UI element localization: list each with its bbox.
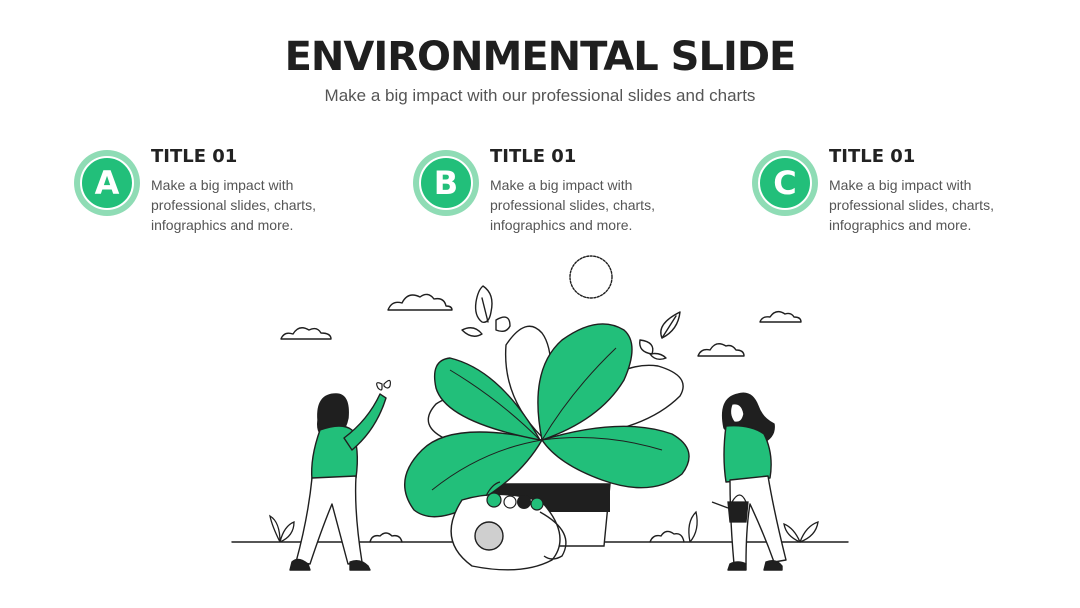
card-b-title: TITLE 01	[490, 146, 577, 167]
cloud-icon	[759, 310, 802, 323]
card-a-text: Make a big impact with professional slid…	[151, 177, 316, 233]
sprout-icon	[269, 510, 819, 543]
cloud-icon	[387, 293, 453, 311]
leaf-icon	[649, 352, 667, 361]
leaf-icon	[474, 285, 493, 323]
badge-c-letter: C	[758, 156, 812, 210]
leaf-veins	[431, 347, 663, 491]
info-card-c: C TITLE 01 Make a big impact with profes…	[752, 146, 1012, 246]
bag-icon	[450, 481, 567, 571]
card-b-text: Make a big impact with professional slid…	[490, 177, 655, 233]
badge-b-icon: B	[413, 150, 479, 216]
badge-a-icon: A	[74, 150, 140, 216]
badge-b-letter: B	[419, 156, 473, 210]
info-card-b: B TITLE 01 Make a big impact with profes…	[413, 146, 673, 246]
watering-can-icon	[711, 494, 749, 523]
cloud-icon	[280, 327, 332, 340]
person-icon	[289, 393, 387, 571]
sun-icon	[569, 255, 613, 299]
slide-subtitle: Make a big impact with our professional …	[324, 86, 756, 105]
cloud-icon	[697, 343, 745, 357]
bush-icon	[369, 532, 403, 543]
card-c-title: TITLE 01	[829, 146, 916, 167]
card-c-text: Make a big impact with professional slid…	[829, 177, 994, 233]
card-a-title: TITLE 01	[151, 146, 238, 167]
leaf-icon	[495, 316, 511, 333]
bush-icon	[649, 530, 685, 543]
person-icon	[721, 392, 787, 571]
badge-c-icon: C	[752, 150, 818, 216]
butterfly-icon	[376, 379, 391, 391]
info-card-a: A TITLE 01 Make a big impact with profes…	[74, 146, 334, 246]
badge-a-letter: A	[80, 156, 134, 210]
slide-title: ENVIRONMENTAL SLIDE	[284, 34, 797, 80]
leaf-icon	[461, 327, 483, 337]
leaf-icon	[639, 339, 654, 355]
